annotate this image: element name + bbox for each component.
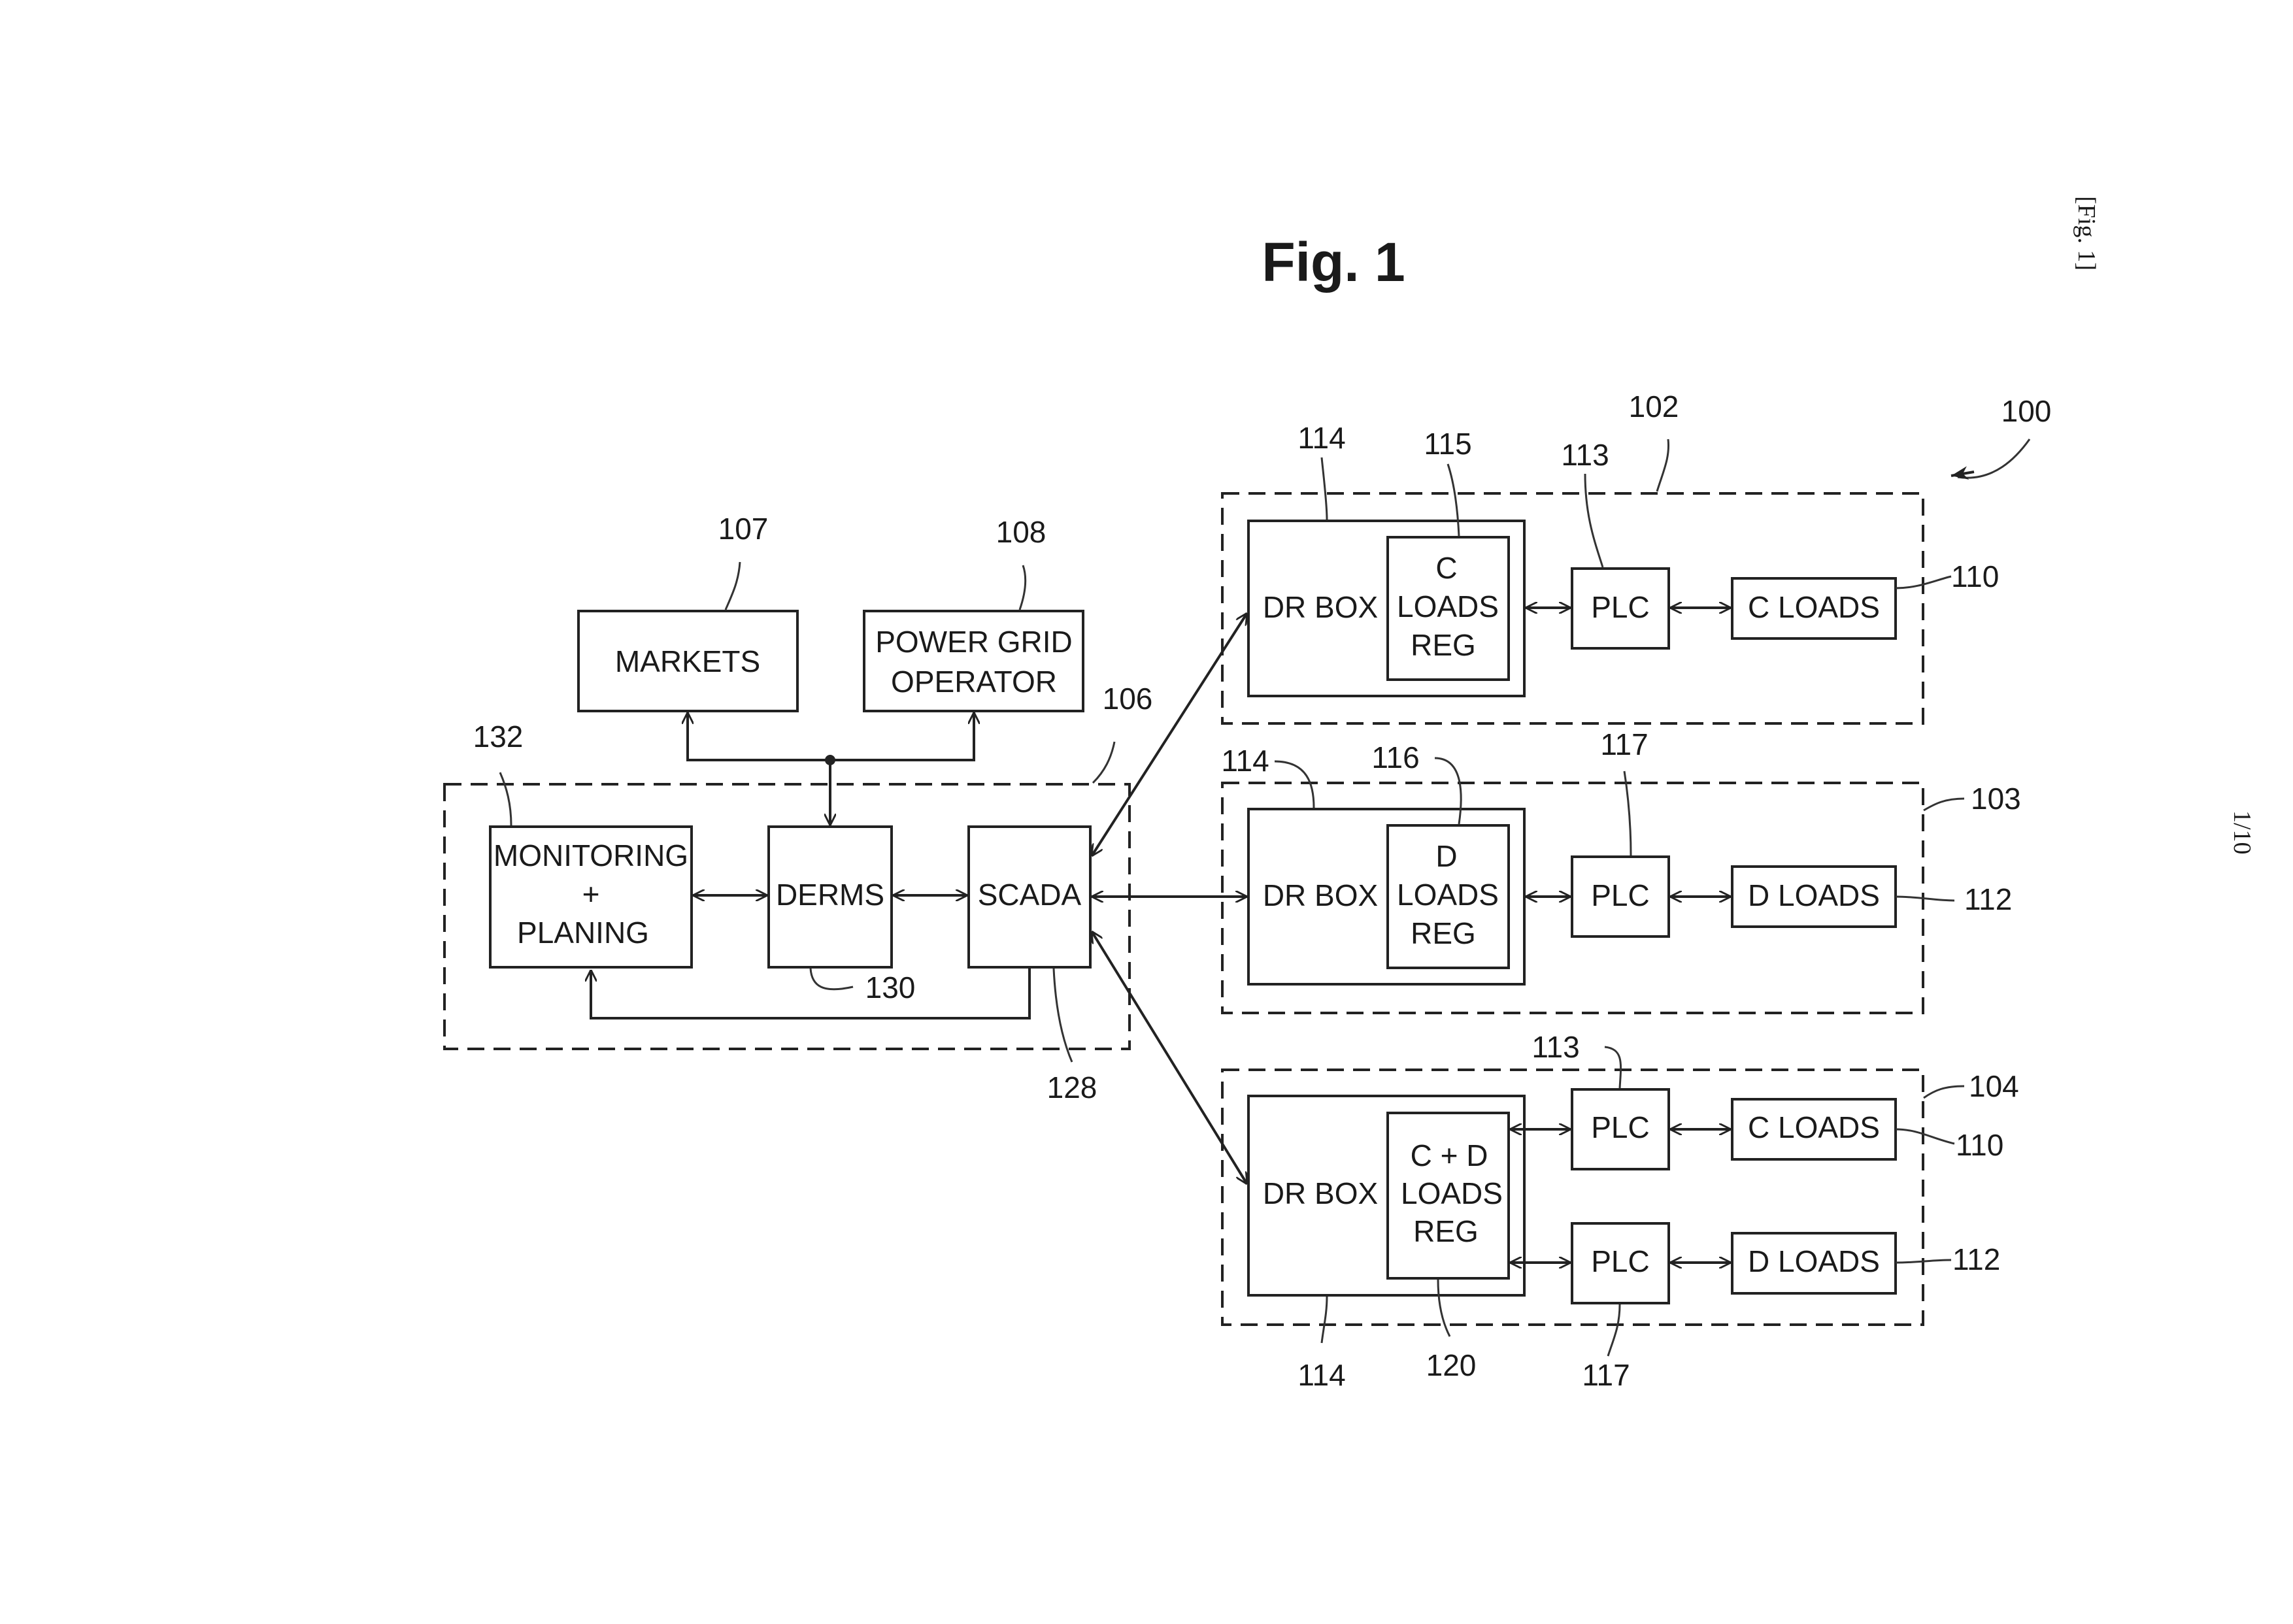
ref-117b-leader xyxy=(1608,1304,1620,1356)
ref-116-leader xyxy=(1435,758,1461,824)
monitoring-label-line3: PLANING xyxy=(517,916,649,950)
cd-loads-reg-line1: C + D xyxy=(1411,1138,1488,1172)
ref-120: 120 xyxy=(1426,1348,1477,1382)
ref-112a-leader xyxy=(1896,897,1954,901)
c-loads-reg-line3: REG xyxy=(1411,628,1476,662)
dr-box-102-label: DR BOX xyxy=(1263,590,1378,624)
ref-132-leader xyxy=(500,772,511,825)
grid-operator-label-line1: POWER GRID xyxy=(875,625,1073,659)
ref-132: 132 xyxy=(473,720,524,754)
plc-103-label: PLC xyxy=(1591,878,1649,912)
ref-113b: 113 xyxy=(1531,1030,1579,1064)
plc-104-bottom-label: PLC xyxy=(1591,1244,1649,1278)
monitoring-label-line2: + xyxy=(582,877,600,911)
ref-114b-leader xyxy=(1275,761,1314,808)
ref-110b-leader xyxy=(1896,1129,1954,1144)
d-loads-104-label: D LOADS xyxy=(1748,1244,1880,1278)
ref-112a: 112 xyxy=(1964,882,2012,916)
ref-104-leader xyxy=(1924,1086,1964,1098)
c-loads-104-label: C LOADS xyxy=(1748,1110,1880,1144)
ref-102-leader xyxy=(1657,439,1669,491)
grid-operator-label-line2: OPERATOR xyxy=(891,665,1057,699)
scada-site-104-link xyxy=(1092,931,1247,1184)
ref-108-leader xyxy=(1020,565,1026,610)
ref-106-leader xyxy=(1093,742,1114,783)
ref-113a-leader xyxy=(1585,474,1603,567)
cd-loads-reg-line3: REG xyxy=(1413,1214,1479,1248)
markets-label: MARKETS xyxy=(615,644,760,678)
bus-junction-dot xyxy=(825,755,835,765)
cd-loads-reg-line2: LOADS xyxy=(1401,1176,1503,1210)
plc-102-label: PLC xyxy=(1591,590,1649,624)
ref-110b: 110 xyxy=(1956,1128,2003,1162)
ref-130-leader xyxy=(811,969,853,989)
ref-106: 106 xyxy=(1103,682,1153,716)
external-bus-link xyxy=(688,712,974,760)
scada-site-102-link xyxy=(1092,613,1247,856)
page-number: 1/10 xyxy=(2228,810,2256,855)
ref-114c: 114 xyxy=(1297,1358,1345,1392)
derms-label: DERMS xyxy=(776,878,884,912)
ref-100-arrow xyxy=(1951,472,1974,476)
ref-113b-leader xyxy=(1605,1047,1621,1088)
monitoring-label-line1: MONITORING xyxy=(494,838,688,872)
ref-112b: 112 xyxy=(1952,1242,2000,1276)
ref-128: 128 xyxy=(1047,1070,1097,1104)
d-loads-reg-line2: LOADS xyxy=(1397,878,1499,912)
ref-114c-leader xyxy=(1322,1297,1327,1343)
ref-120-leader xyxy=(1438,1280,1450,1336)
ref-114a: 114 xyxy=(1297,421,1345,455)
d-loads-reg-line3: REG xyxy=(1411,916,1476,950)
c-loads-102-label: C LOADS xyxy=(1748,590,1880,624)
scada-feedback-link xyxy=(591,969,1029,1018)
ref-114a-leader xyxy=(1322,457,1327,520)
ref-113a: 113 xyxy=(1561,438,1609,472)
ref-108: 108 xyxy=(996,515,1046,549)
dr-box-103-label: DR BOX xyxy=(1263,878,1378,912)
ref-115: 115 xyxy=(1424,427,1471,461)
ref-107-leader xyxy=(726,562,740,610)
ref-104: 104 xyxy=(1969,1069,2019,1103)
figure-side-label: [Fig. 1] xyxy=(2073,196,2100,271)
ref-115-leader xyxy=(1448,464,1459,536)
plc-104-top-label: PLC xyxy=(1591,1110,1649,1144)
ref-130: 130 xyxy=(865,970,916,1004)
ref-117a: 117 xyxy=(1600,727,1648,761)
ref-110a: 110 xyxy=(1951,559,1999,593)
dr-box-104-label: DR BOX xyxy=(1263,1176,1378,1210)
ref-107: 107 xyxy=(718,512,769,546)
ref-114b: 114 xyxy=(1221,744,1269,778)
c-loads-reg-line2: LOADS xyxy=(1397,589,1499,623)
ref-103-leader xyxy=(1924,799,1964,810)
ref-116: 116 xyxy=(1371,740,1419,774)
ref-103: 103 xyxy=(1971,782,2021,816)
d-loads-103-label: D LOADS xyxy=(1748,878,1880,912)
ref-100: 100 xyxy=(2001,394,2052,428)
ref-102: 102 xyxy=(1629,389,1679,423)
d-loads-reg-line1: D xyxy=(1435,839,1457,873)
c-loads-reg-line1: C xyxy=(1435,551,1457,585)
scada-label: SCADA xyxy=(978,878,1082,912)
figure-title: Fig. 1 xyxy=(1262,231,1405,293)
ref-117b: 117 xyxy=(1582,1358,1630,1392)
